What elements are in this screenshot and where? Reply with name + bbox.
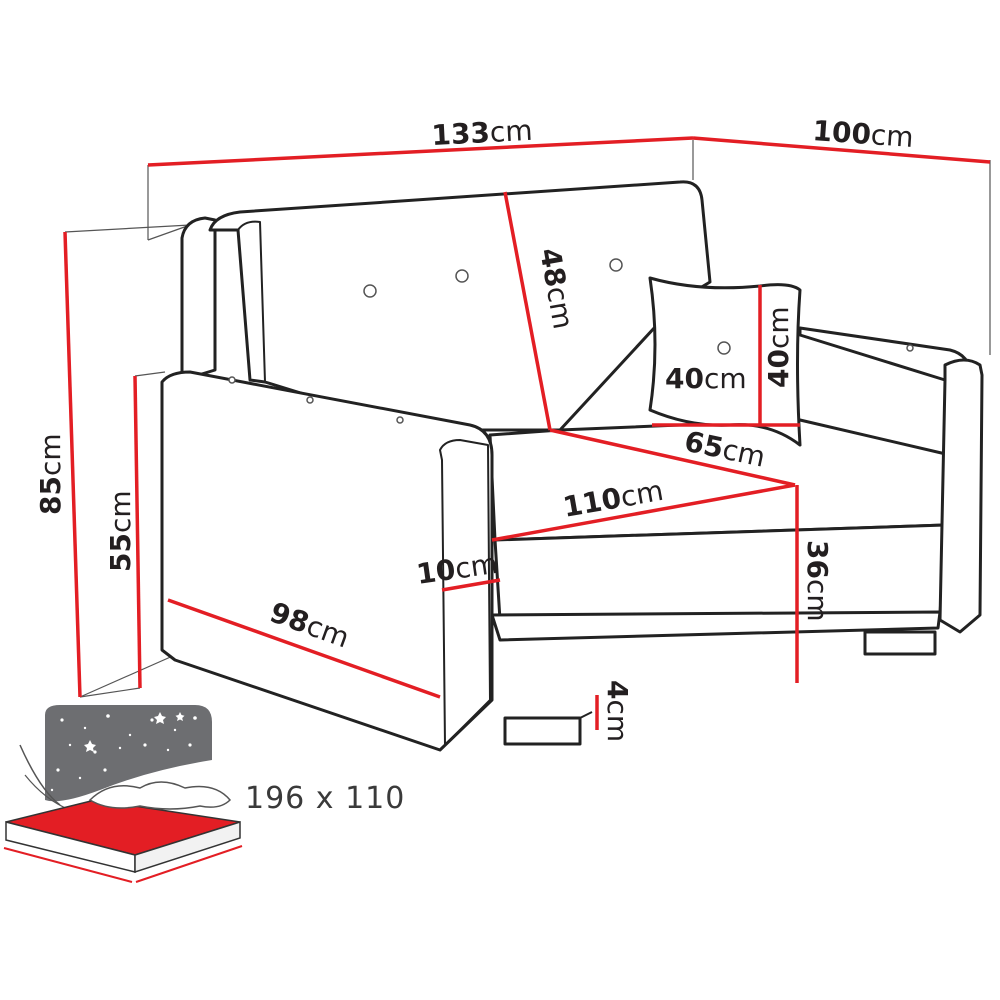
pillow-width-label: 40cm bbox=[665, 362, 747, 395]
bed-pillows bbox=[88, 781, 232, 810]
seat-width-line bbox=[491, 483, 796, 542]
armrest-height-line bbox=[133, 375, 142, 689]
side-depth-line bbox=[167, 598, 441, 699]
sleeping-area-label: 196 x 110 bbox=[245, 781, 405, 816]
night-sky-panel bbox=[45, 705, 212, 802]
width-line bbox=[147, 136, 694, 167]
width-label: 133cm bbox=[431, 114, 534, 152]
height-label: 85cm bbox=[34, 433, 67, 515]
backrest-height-line bbox=[503, 191, 552, 431]
dimension-lines bbox=[63, 136, 991, 730]
sofa-drawing bbox=[160, 180, 984, 752]
depth-line bbox=[692, 136, 991, 164]
backrest-height-label: 48cm bbox=[533, 245, 580, 331]
extension-lines bbox=[64, 140, 991, 698]
seat-depth-line bbox=[549, 428, 796, 487]
armrest-width-line bbox=[441, 578, 501, 592]
seat-height-label: 36cm bbox=[801, 540, 834, 622]
pillow-height-label: 40cm bbox=[762, 306, 795, 388]
leg-height-label: 4cm bbox=[601, 680, 634, 742]
armrest-width-label: 10cm bbox=[414, 547, 499, 591]
stars-icon bbox=[50, 712, 197, 792]
mattress-side bbox=[134, 820, 241, 874]
height-line bbox=[63, 231, 82, 698]
sleeping-area-icon: 196 x 110 bbox=[3, 705, 405, 883]
armrest-height-label: 55cm bbox=[104, 490, 137, 572]
depth-label: 100cm bbox=[812, 114, 915, 154]
